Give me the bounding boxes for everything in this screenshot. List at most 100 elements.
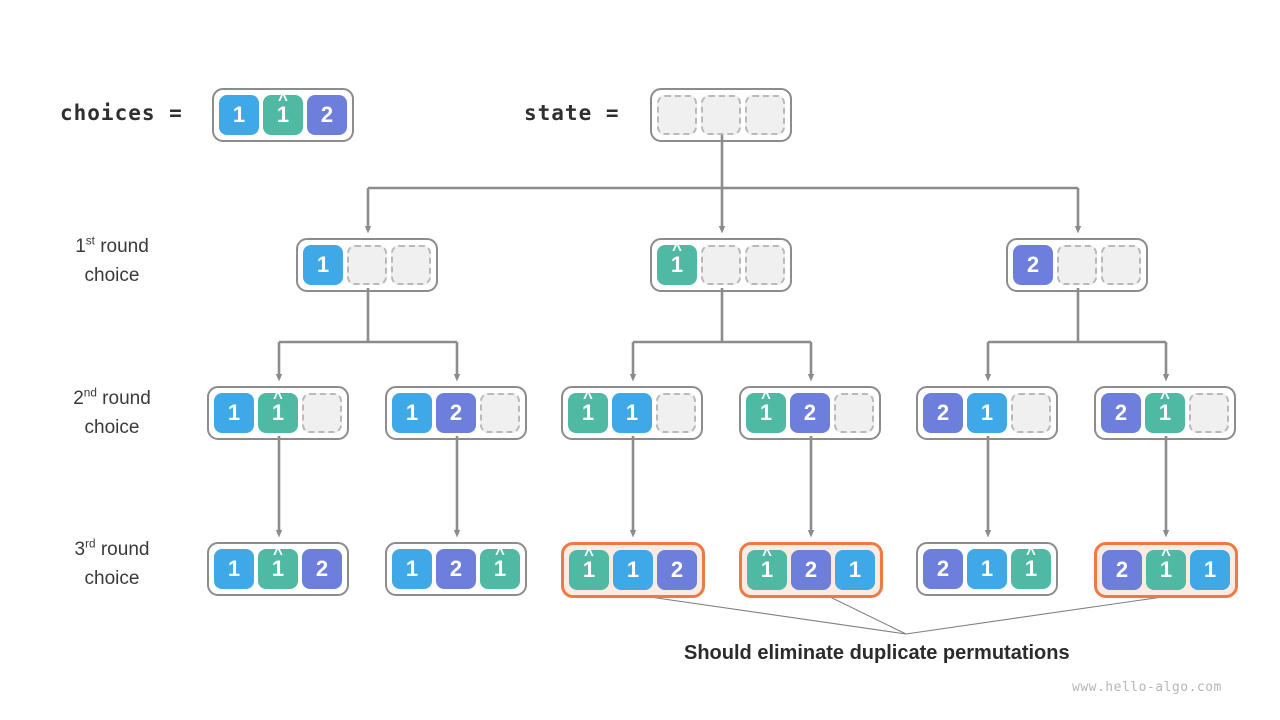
value-glyph: 2 <box>1114 400 1128 425</box>
cell-empty <box>391 245 431 285</box>
cell-value: 1 <box>263 95 303 135</box>
round-ordinal-suffix: nd <box>83 386 97 400</box>
value-glyph: 2 <box>1115 557 1129 582</box>
level3-node-4: 1 2 1 <box>739 542 883 598</box>
round-word: round <box>94 236 149 257</box>
cell-value: 1 <box>214 393 254 433</box>
value-glyph: 1 <box>1203 557 1217 582</box>
cell-value: 1 <box>746 393 786 433</box>
cell-empty <box>480 393 520 433</box>
leader-from-l3 <box>635 594 907 635</box>
cell-empty <box>834 393 874 433</box>
cell-value: 1 <box>1190 550 1230 590</box>
value-with-hat-accent: 1 <box>582 402 594 424</box>
cell-empty <box>745 95 785 135</box>
value-glyph: 1 <box>625 400 639 425</box>
level3-node-6: 2 1 1 <box>1094 542 1238 598</box>
value-with-hat-accent: 1 <box>1159 402 1171 424</box>
cell-value: 1 <box>258 549 298 589</box>
round-label-line-2: choice <box>84 265 140 287</box>
value-glyph: 2 <box>320 102 334 127</box>
value-glyph: 1 <box>227 400 241 425</box>
value-with-hat-accent: 1 <box>671 254 683 276</box>
value-glyph: 1 <box>980 400 994 425</box>
leader-from-l4 <box>825 594 907 635</box>
cell-empty <box>302 393 342 433</box>
cell-value: 2 <box>923 393 963 433</box>
level2-node-6: 21 <box>1094 386 1236 440</box>
cell-empty <box>701 95 741 135</box>
state-label: state = <box>524 101 620 125</box>
round-label-line-1: 3rd round <box>22 535 202 564</box>
value-glyph: 1 <box>848 557 862 582</box>
cell-value: 2 <box>436 549 476 589</box>
choices-array: 1 1 2 <box>212 88 354 142</box>
value-with-hat-accent: 1 <box>277 104 289 126</box>
cell-value: 2 <box>1101 393 1141 433</box>
cell-value: 2 <box>302 549 342 589</box>
value-with-hat-accent: 1 <box>494 558 506 580</box>
level2-node-1: 11 <box>207 386 349 440</box>
cell-value: 2 <box>791 550 831 590</box>
round-label-line-1: 1st round <box>22 232 202 261</box>
cell-value: 1 <box>258 393 298 433</box>
level1-node-3: 2 <box>1006 238 1148 292</box>
round-label-2: 2nd round choice <box>22 384 202 443</box>
round-ordinal-number: 1 <box>75 236 86 257</box>
cell-value: 1 <box>1145 393 1185 433</box>
cell-empty <box>745 245 785 285</box>
cell-value: 1 <box>569 550 609 590</box>
cell-value: 2 <box>790 393 830 433</box>
cell-value: 1 <box>392 393 432 433</box>
value-glyph: 1 <box>980 556 994 581</box>
value-glyph: 2 <box>803 400 817 425</box>
cell-value: 1 <box>835 550 875 590</box>
level1-node-2: 1 <box>650 238 792 292</box>
round-label-line-2: choice <box>84 568 140 590</box>
value-glyph: 2 <box>804 557 818 582</box>
level3-node-3: 11 2 <box>561 542 705 598</box>
value-glyph: 1 <box>316 252 330 277</box>
cell-empty <box>656 393 696 433</box>
round-label-line-2: choice <box>84 417 140 439</box>
value-glyph: 1 <box>626 557 640 582</box>
value-glyph: 2 <box>315 556 329 581</box>
level2-node-4: 12 <box>739 386 881 440</box>
annotation-leaders <box>635 594 1177 635</box>
value-with-hat-accent: 1 <box>760 402 772 424</box>
cell-empty <box>701 245 741 285</box>
value-with-hat-accent: 1 <box>761 559 773 581</box>
value-with-hat-accent: 1 <box>1160 559 1172 581</box>
cell-value: 2 <box>657 550 697 590</box>
round-ordinal-number: 2 <box>73 388 84 409</box>
value-glyph: 2 <box>936 556 950 581</box>
value-glyph: 1 <box>232 102 246 127</box>
cell-value: 2 <box>436 393 476 433</box>
value-glyph: 2 <box>670 557 684 582</box>
cell-empty <box>1101 245 1141 285</box>
cell-value: 1 <box>747 550 787 590</box>
leader-from-l6 <box>905 594 1177 635</box>
round-word: round <box>96 388 151 409</box>
value-glyph: 2 <box>449 556 463 581</box>
level1-node-1: 1 <box>296 238 438 292</box>
cell-value: 2 <box>923 549 963 589</box>
value-glyph: 2 <box>449 400 463 425</box>
level2-node-3: 11 <box>561 386 703 440</box>
cell-value: 1 <box>392 549 432 589</box>
cell-value: 1 <box>1011 549 1051 589</box>
cell-value: 1 <box>967 393 1007 433</box>
value-with-hat-accent: 1 <box>272 558 284 580</box>
cell-value: 1 <box>612 393 652 433</box>
level3-node-5: 2 11 <box>916 542 1058 596</box>
cell-empty <box>1011 393 1051 433</box>
round-ordinal-suffix: st <box>85 234 95 248</box>
round-ordinal-number: 3 <box>74 539 86 560</box>
round-word: round <box>95 539 150 560</box>
annotation-text: Should eliminate duplicate permutations <box>684 642 1070 664</box>
cell-value: 1 <box>568 393 608 433</box>
state-array <box>650 88 792 142</box>
cell-value: 1 <box>657 245 697 285</box>
